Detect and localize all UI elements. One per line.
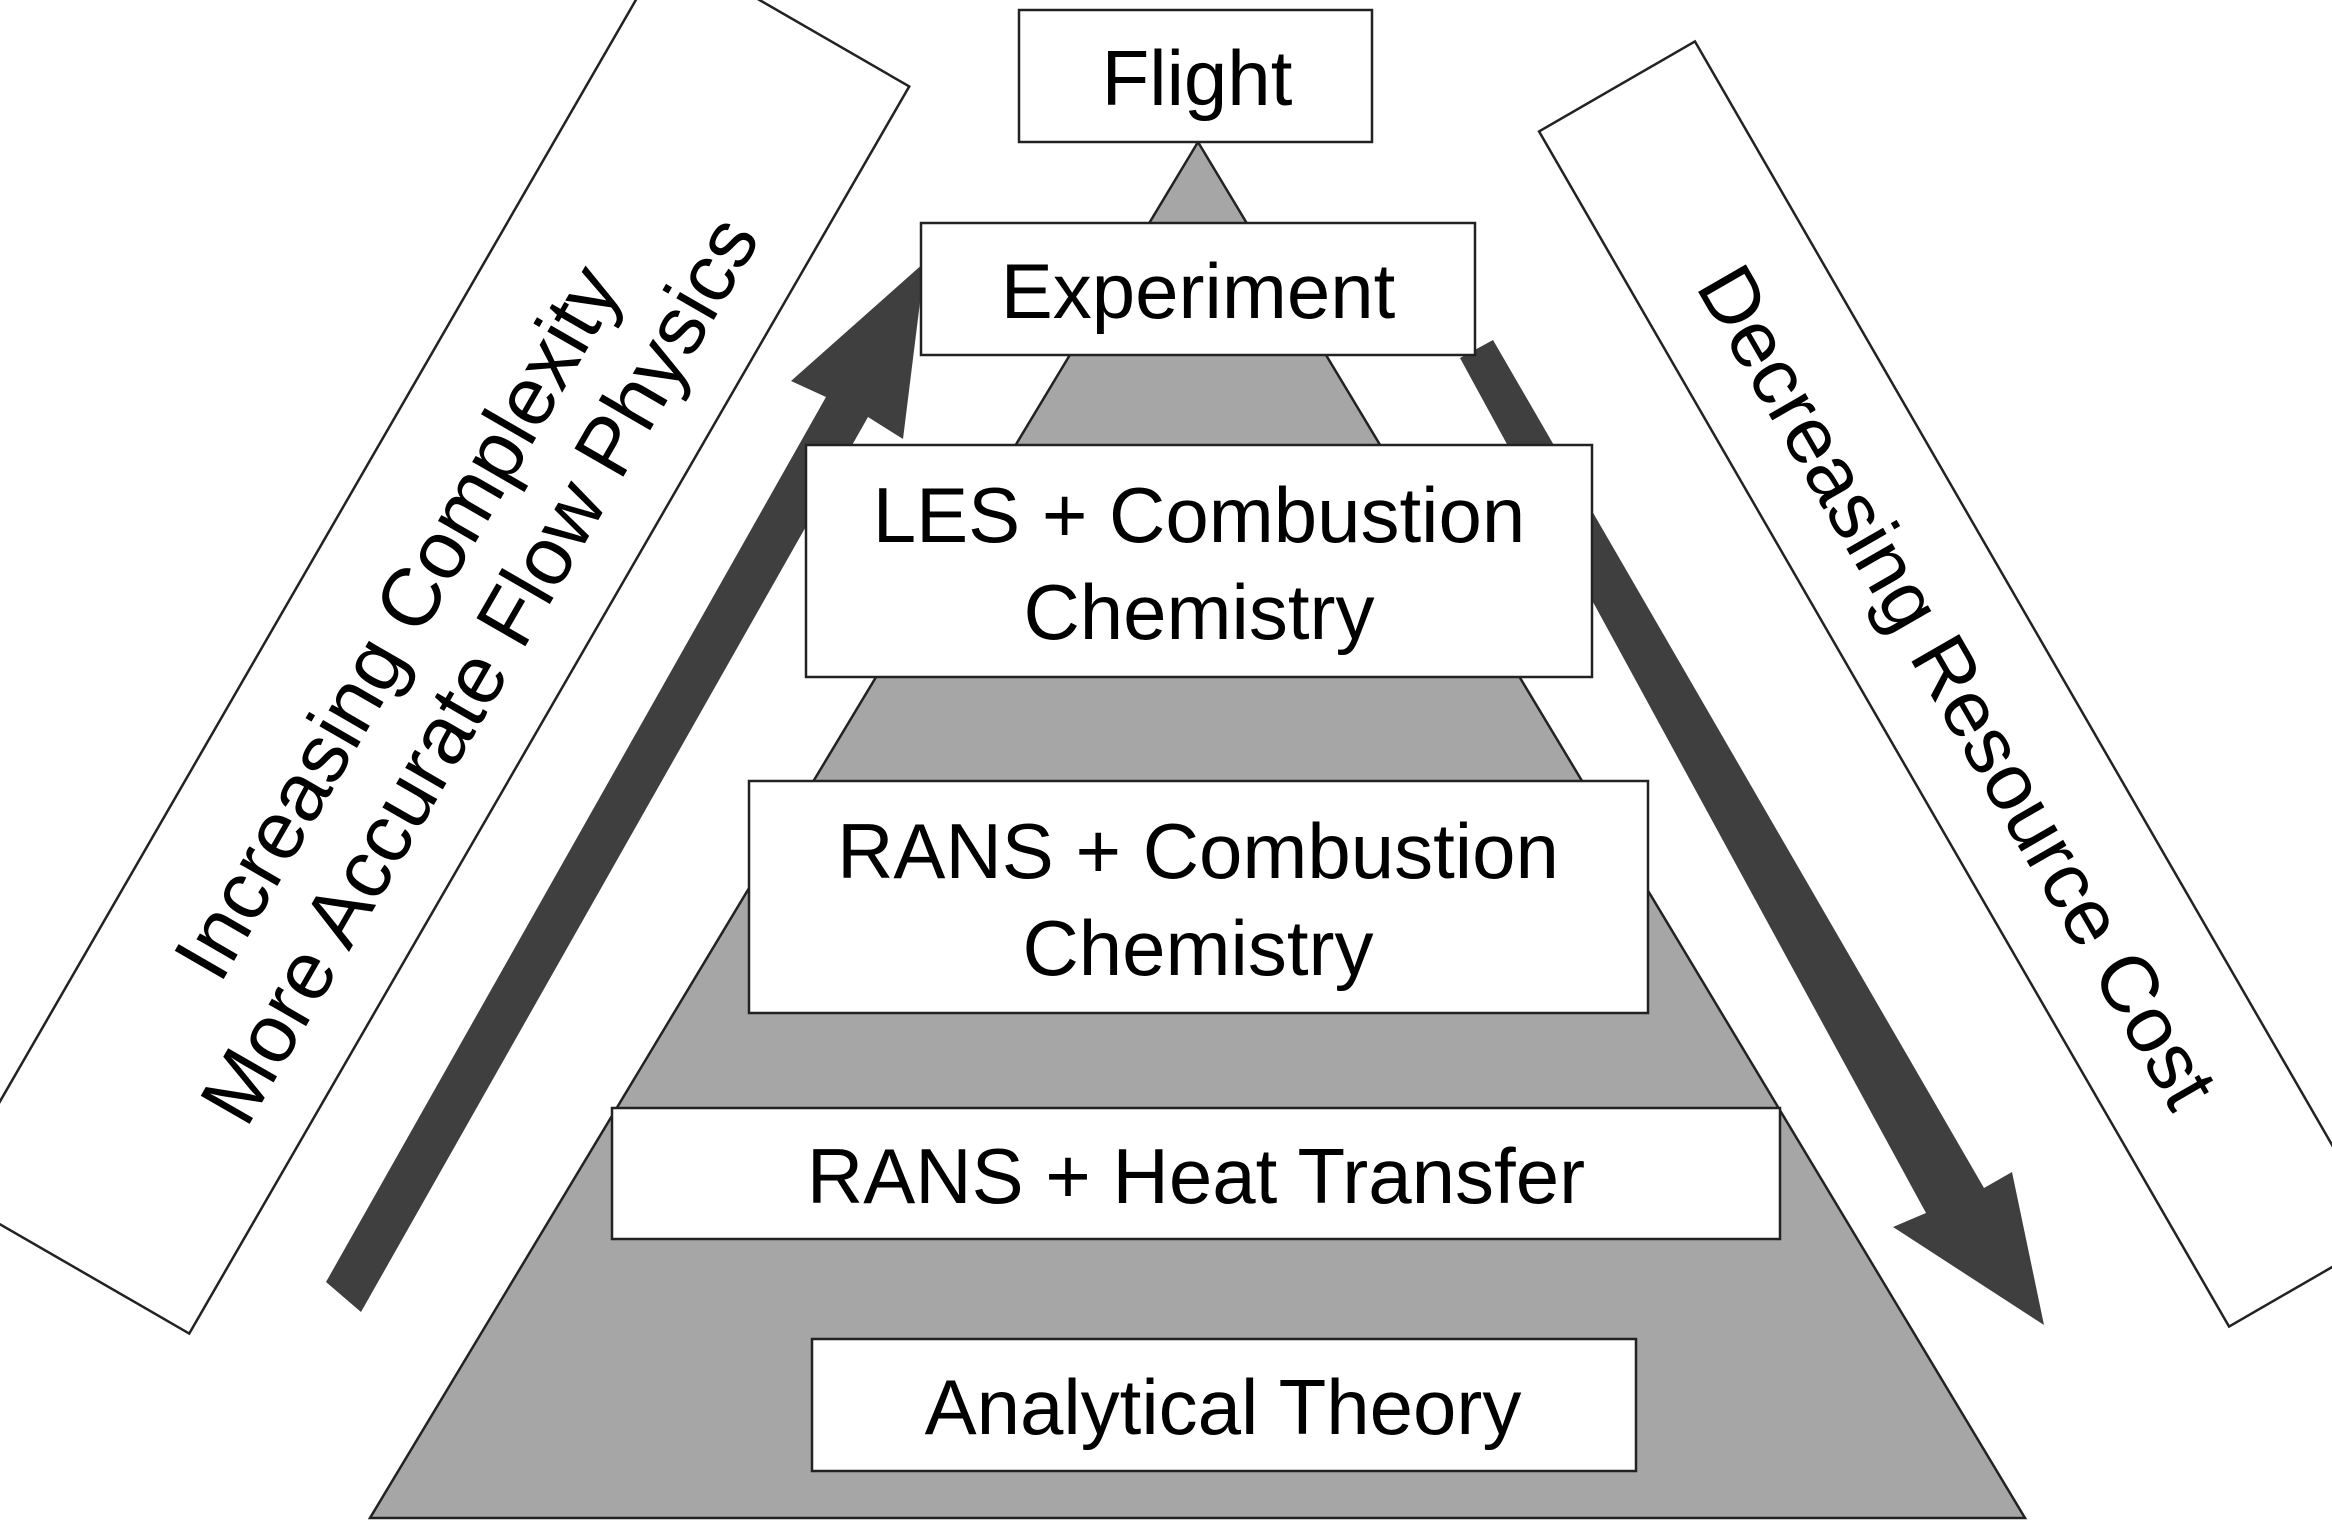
level-label-rans-combustion-line2: Chemistry [1022,904,1373,992]
level-box-les [804,443,1594,679]
level-box-experiment [919,221,1477,357]
left-label-box [0,0,911,1336]
decreasing-arrow [1460,340,2044,1325]
level-label-experiment: Experiment [1001,247,1396,335]
right-label-box [1537,39,2332,1329]
level-label-les-line2: Chemistry [1023,568,1374,656]
level-rans-heat: RANS + Heat Transfer [610,1106,1782,1241]
right-label-line1: Decreasing Resource Cost [1680,250,2235,1122]
level-label-analytical: Analytical Theory [925,1363,1522,1451]
level-flight: Flight [1017,8,1374,144]
level-box-rans-heat [610,1106,1782,1241]
level-analytical: Analytical Theory [810,1337,1638,1473]
level-experiment: Experiment [919,221,1477,357]
level-label-flight: Flight [1102,34,1293,122]
level-box-flight [1017,8,1374,144]
level-label-rans-heat: RANS + Heat Transfer [807,1132,1585,1220]
level-box-analytical [810,1337,1638,1473]
increasing-arrow [326,262,925,1312]
level-label-rans-combustion-line1: RANS + Combustion [837,807,1559,895]
level-les: LES + Combustion Chemistry [804,443,1594,679]
level-box-rans-combustion [747,779,1650,1015]
level-rans-combustion: RANS + Combustion Chemistry [747,779,1650,1015]
level-label-les-line1: LES + Combustion [873,471,1526,559]
